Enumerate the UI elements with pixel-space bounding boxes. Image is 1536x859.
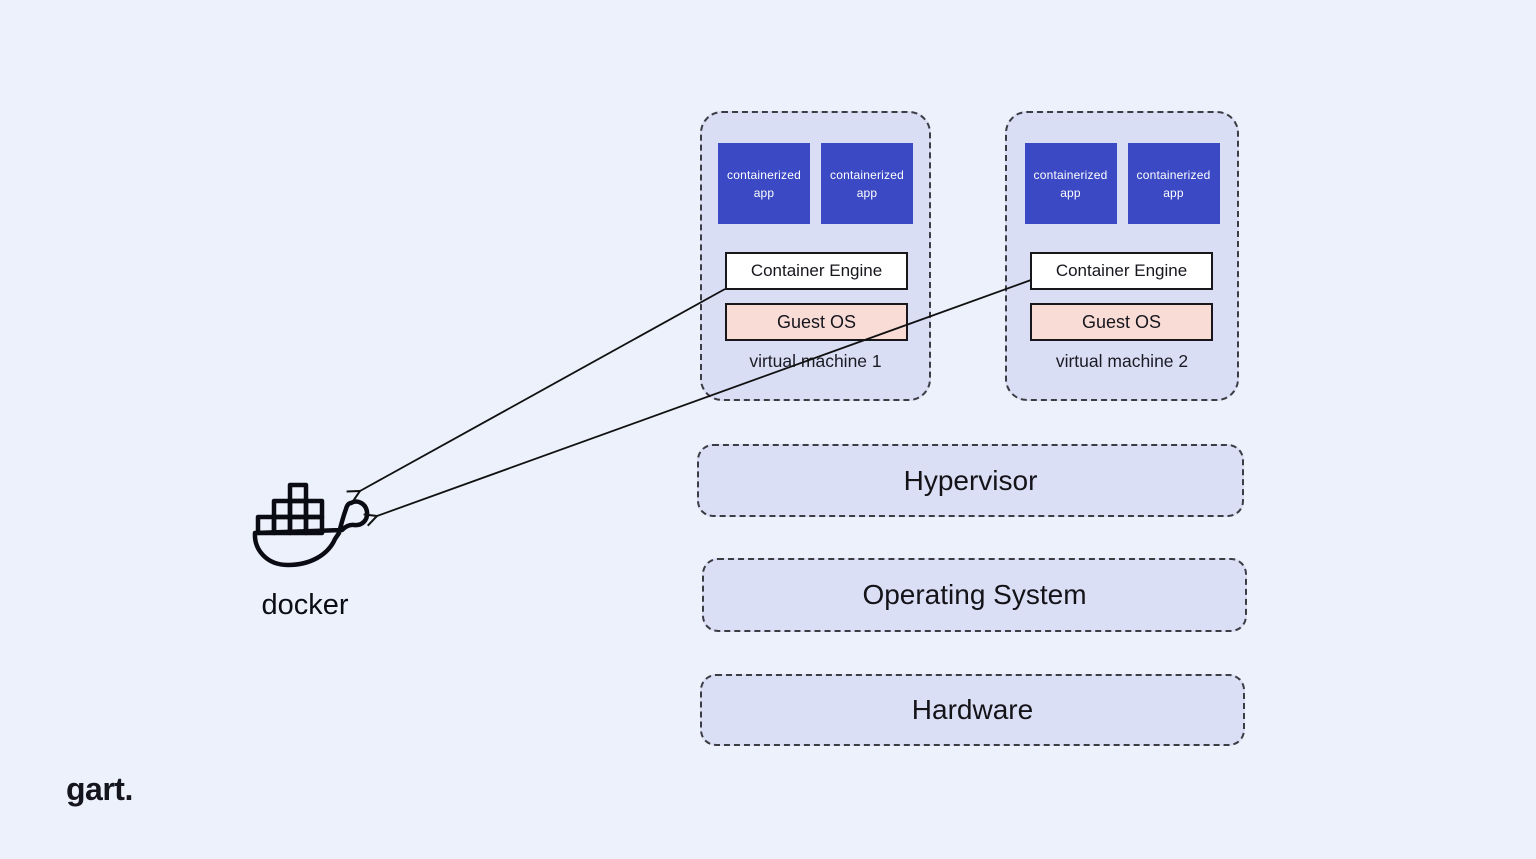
vm2-label: virtual machine 2 <box>1055 351 1189 371</box>
vm1-box: containerized app containerized app Cont… <box>700 111 931 401</box>
vm1-container-engine-box: Container Engine <box>725 252 908 290</box>
vm2-guest-os-box: Guest OS <box>1030 303 1213 341</box>
vm2-box: containerized app containerized app Cont… <box>1005 111 1239 401</box>
layer-operating-system: Operating System <box>702 558 1247 632</box>
docker-whale-icon <box>252 482 370 568</box>
layer-hardware: Hardware <box>700 674 1245 746</box>
containerized-app-box: containerized app <box>1024 143 1117 224</box>
arrow-vm1-engine-to-docker <box>360 288 726 491</box>
docker-label: docker <box>261 589 349 621</box>
vm2-apps-row: containerized app containerized app <box>1007 143 1237 224</box>
gart-logo: gart. <box>66 771 133 807</box>
vm2-container-engine-box: Container Engine <box>1030 252 1213 290</box>
containerized-app-box: containerized app <box>718 143 810 224</box>
layer-hypervisor: Hypervisor <box>697 444 1244 517</box>
vm1-apps-row: containerized app containerized app <box>702 143 929 224</box>
containerized-app-box: containerized app <box>1127 143 1220 224</box>
containerized-app-box: containerized app <box>821 143 913 224</box>
vm1-guest-os-box: Guest OS <box>725 303 908 341</box>
vm1-label: virtual machine 1 <box>749 351 882 371</box>
